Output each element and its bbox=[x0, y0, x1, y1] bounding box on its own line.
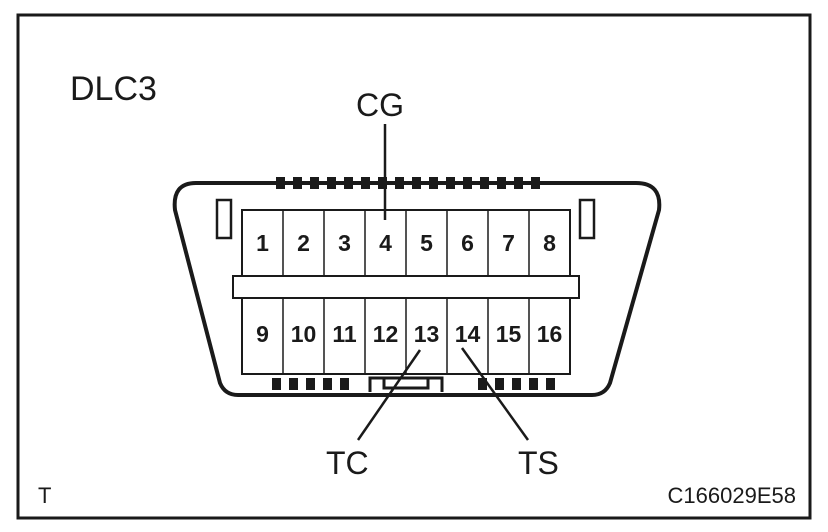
pin-15: 15 bbox=[496, 321, 522, 347]
pin-8: 8 bbox=[543, 230, 556, 256]
pin-1: 1 bbox=[256, 230, 269, 256]
pin-3: 3 bbox=[338, 230, 351, 256]
center-bar bbox=[232, 275, 580, 299]
tc-leader-line bbox=[356, 349, 422, 441]
bottom-pin-row: 9 10 11 12 13 14 15 16 bbox=[256, 321, 562, 347]
right-slot bbox=[578, 198, 596, 240]
pin-13: 13 bbox=[414, 321, 440, 347]
figure-id: C166029E58 bbox=[668, 483, 796, 508]
pin-14: 14 bbox=[455, 321, 481, 347]
pin-9: 9 bbox=[256, 321, 269, 347]
center-latch bbox=[368, 376, 444, 392]
pin-12: 12 bbox=[373, 321, 399, 347]
pin-4: 4 bbox=[379, 230, 392, 256]
pin-dividers bbox=[282, 210, 530, 374]
top-pin-row: 1 2 3 4 5 6 7 8 bbox=[256, 230, 556, 256]
connector-outline bbox=[172, 181, 662, 397]
ts-leader-line bbox=[460, 347, 530, 441]
footer-left-code: T bbox=[38, 483, 51, 508]
pin-7: 7 bbox=[502, 230, 515, 256]
pin-10: 10 bbox=[291, 321, 317, 347]
left-slot bbox=[215, 198, 233, 240]
pin-5: 5 bbox=[420, 230, 433, 256]
top-teeth bbox=[276, 177, 540, 189]
pin-16: 16 bbox=[537, 321, 563, 347]
tc-label: TC bbox=[326, 445, 369, 481]
bottom-teeth bbox=[272, 378, 555, 390]
pin-11: 11 bbox=[332, 321, 357, 347]
diagram-title: DLC3 bbox=[70, 70, 157, 108]
pin-2: 2 bbox=[297, 230, 310, 256]
pin-6: 6 bbox=[461, 230, 474, 256]
ts-label: TS bbox=[518, 445, 559, 481]
cg-label: CG bbox=[356, 87, 404, 123]
